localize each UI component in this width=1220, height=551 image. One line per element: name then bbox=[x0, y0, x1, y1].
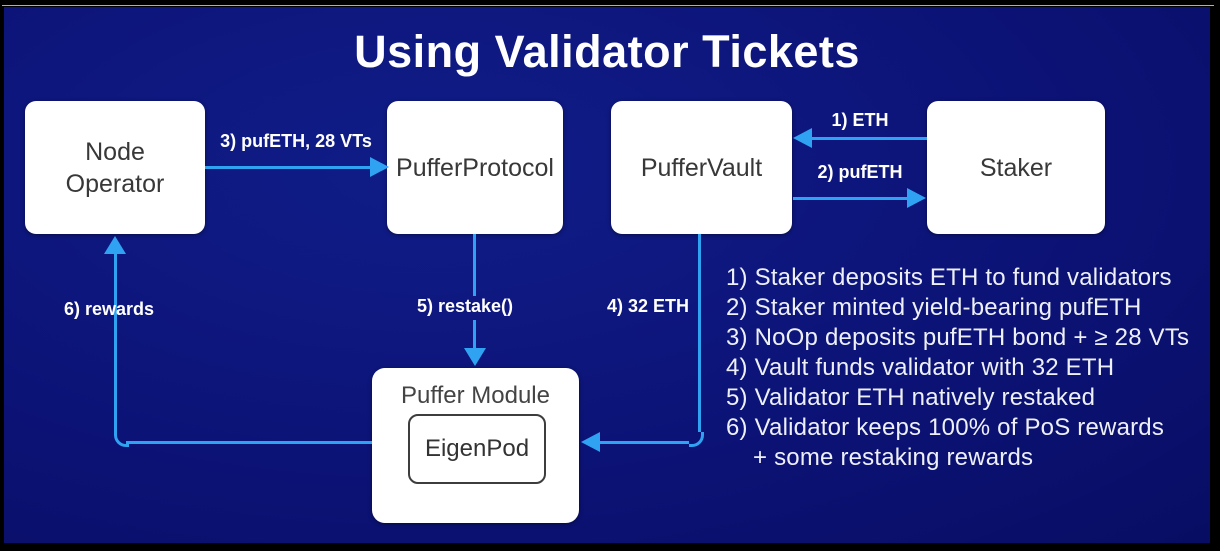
legend-line-2: 2) Staker minted yield-bearing pufETH bbox=[726, 294, 1142, 321]
arrow-corner bbox=[689, 432, 704, 447]
arrow-line-rewards-vertical bbox=[114, 254, 117, 432]
eigenpod-box: EigenPod bbox=[408, 414, 546, 484]
node-operator-label: Node Operator bbox=[65, 137, 165, 198]
puffer-vault-label: PufferVault bbox=[640, 153, 763, 182]
staker-label: Staker bbox=[979, 153, 1053, 182]
node-box-puffer-protocol: PufferProtocol bbox=[387, 101, 563, 234]
arrowhead-left-icon bbox=[793, 128, 812, 148]
edge-label-eth-deposit: 1) ETH bbox=[831, 110, 889, 130]
node-box-node-operator: Node Operator bbox=[25, 101, 205, 234]
arrowhead-right-icon bbox=[907, 188, 926, 208]
node-box-puffer-vault: PufferVault bbox=[611, 101, 792, 234]
arrow-line-bond-deposit bbox=[205, 166, 371, 169]
arrowhead-down-icon bbox=[464, 348, 486, 366]
diagram-canvas: Using Validator Tickets Node Operator Pu… bbox=[4, 7, 1210, 543]
arrow-line-pufeth-mint bbox=[793, 197, 908, 200]
arrow-corner bbox=[114, 432, 129, 447]
legend-line-5: 5) Validator ETH natively restaked bbox=[726, 384, 1096, 411]
arrowhead-up-icon bbox=[104, 236, 126, 254]
legend-list: 1) Staker deposits ETH to fund validator… bbox=[726, 263, 1189, 473]
arrowhead-left-icon bbox=[581, 432, 600, 452]
edge-label-restake: 5) restake() bbox=[417, 296, 514, 316]
arrow-line-vault-funding-horizontal bbox=[600, 441, 689, 444]
node-box-staker: Staker bbox=[927, 101, 1105, 234]
arrowhead-right-icon bbox=[370, 157, 389, 177]
legend-line-3: 3) NoOp deposits pufETH bond + ≥ 28 VTs bbox=[726, 324, 1190, 351]
eigenpod-label: EigenPod bbox=[424, 435, 530, 462]
edge-label-rewards: 6) rewards bbox=[64, 299, 155, 319]
puffer-module-label: Puffer Module bbox=[401, 382, 550, 409]
node-box-puffer-module: Puffer Module EigenPod bbox=[372, 368, 579, 523]
edge-label-bond-deposit: 3) pufETH, 28 VTs bbox=[220, 131, 372, 151]
frame-highlight-line bbox=[2, 5, 1214, 6]
edge-label-pufeth-mint: 2) pufETH bbox=[817, 162, 903, 182]
arrow-line-restake-upper bbox=[473, 234, 476, 296]
arrow-line-rewards-horizontal bbox=[126, 441, 372, 444]
edge-label-vault-funding: 4) 32 ETH bbox=[606, 296, 690, 316]
legend-line-1: 1) Staker deposits ETH to fund validator… bbox=[726, 264, 1172, 291]
puffer-protocol-label: PufferProtocol bbox=[396, 153, 554, 182]
legend-line-6-continued: + some restaking rewards bbox=[753, 444, 1034, 471]
legend-line-4: 4) Vault funds validator with 32 ETH bbox=[726, 354, 1115, 381]
legend-line-6: 6) Validator keeps 100% of PoS rewards bbox=[726, 414, 1165, 441]
page-title: Using Validator Tickets bbox=[354, 26, 860, 77]
arrow-line-vault-funding-vertical bbox=[698, 234, 701, 432]
arrow-line-eth-deposit bbox=[810, 137, 927, 140]
arrow-line-restake-lower bbox=[473, 320, 476, 348]
